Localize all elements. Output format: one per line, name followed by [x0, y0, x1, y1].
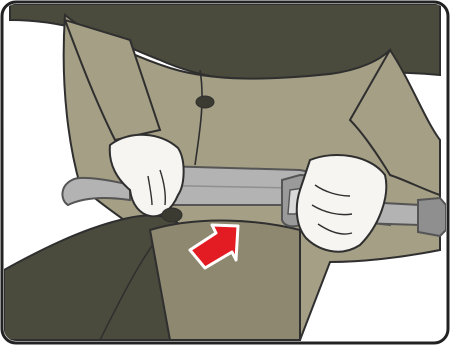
coat-button	[196, 96, 214, 108]
belt-latch	[418, 198, 446, 236]
thumb-shadow	[162, 208, 182, 222]
